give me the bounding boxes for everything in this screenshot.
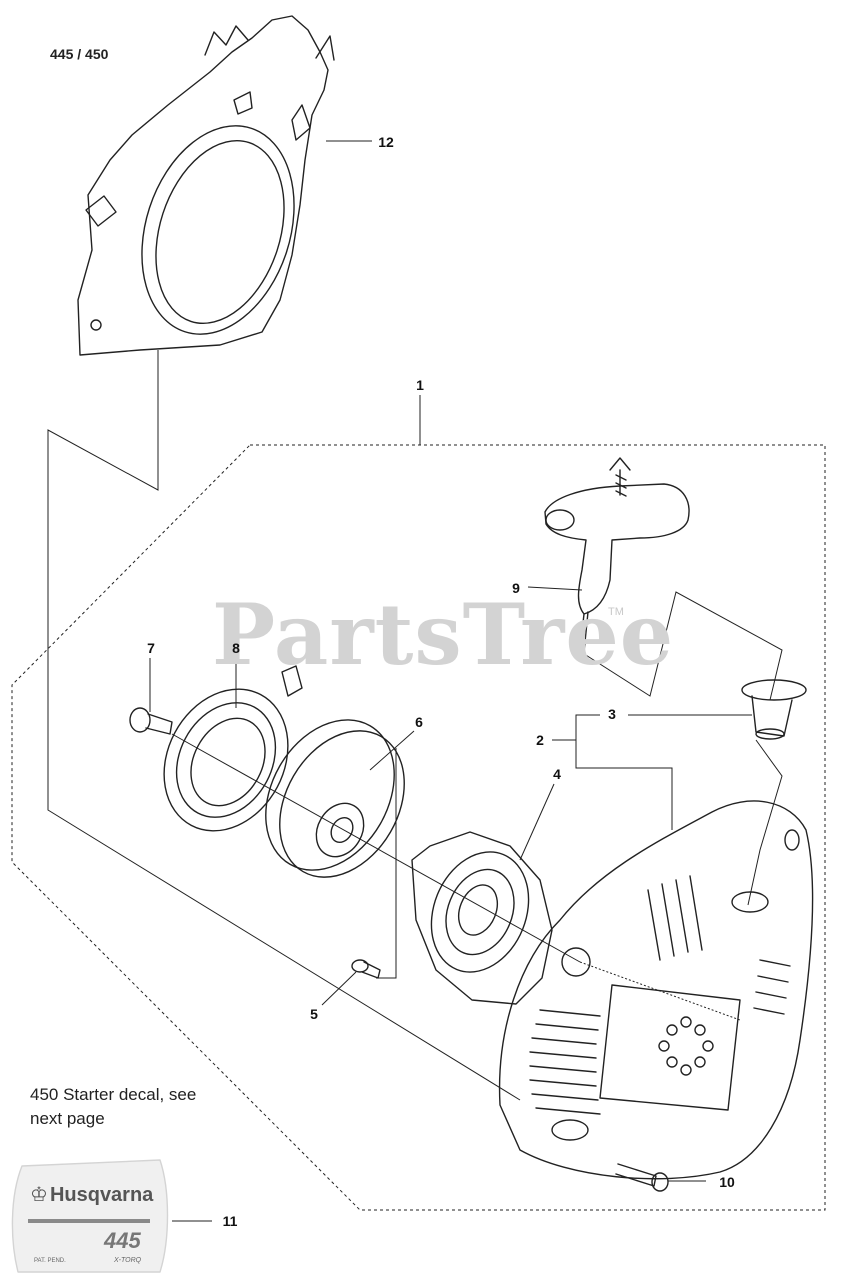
- leader-6: [369, 730, 415, 979]
- callout-11: 11: [222, 1213, 238, 1229]
- part-6-rope-pulley: [265, 719, 405, 878]
- assembly-axis: [171, 733, 581, 963]
- decal-stripe: [28, 1219, 150, 1223]
- part-12-fan-housing: [77, 15, 335, 356]
- decal-note: 450 Starter decal, see next page: [30, 1085, 197, 1128]
- husqvarna-logo-icon: ♔: [30, 1184, 48, 1206]
- decal-variant: X-TORQ: [114, 1257, 142, 1264]
- alignment-line-left: [47, 350, 521, 1101]
- callout-9: 9: [512, 580, 520, 596]
- leader-5: [321, 971, 357, 1006]
- decal-brand-text: Husqvarna: [49, 1184, 154, 1206]
- part-11-decal: [11, 1159, 169, 1273]
- leader-4: [519, 783, 555, 861]
- callout-12: 12: [378, 134, 394, 150]
- callout-3: 3: [608, 706, 616, 722]
- part-10-screw: [615, 1163, 669, 1192]
- decal-patent: PAT. PEND.: [34, 1258, 66, 1264]
- part-9-starter-handle: [544, 457, 690, 653]
- model-label: 445 / 450: [50, 46, 109, 62]
- leader-2: [552, 714, 673, 830]
- watermark-trademark: TM: [608, 606, 624, 618]
- decal-model: 445: [104, 1228, 141, 1253]
- cover-vent-slots: [529, 875, 791, 1115]
- decal-brand: ♔Husqvarna: [30, 1182, 153, 1207]
- part-4-spring-cassette: [411, 831, 553, 1005]
- alignment-line-handle: [577, 591, 783, 701]
- callout-5: 5: [310, 1006, 318, 1022]
- part-5-screw: [351, 959, 381, 979]
- callout-7: 7: [147, 640, 155, 656]
- assembly-axis-dashed: [579, 961, 741, 1021]
- part-3-bushing: [741, 679, 807, 740]
- watermark: PartsTree: [212, 585, 675, 684]
- callout-8: 8: [232, 640, 240, 656]
- cover-logo-dots: [658, 1016, 714, 1076]
- part-8-recoil-spring: [163, 665, 303, 832]
- leader-9: [527, 586, 583, 591]
- callout-2: 2: [536, 732, 544, 748]
- callout-4: 4: [553, 766, 561, 782]
- part-7-screw: [129, 707, 173, 735]
- callout-1: 1: [416, 377, 424, 393]
- part-2-starter-cover: [498, 800, 814, 1180]
- callout-6: 6: [415, 714, 423, 730]
- alignment-line-bushing: [747, 739, 783, 906]
- assembly-outline-dotted: [11, 444, 826, 1211]
- callout-10: 10: [719, 1174, 735, 1190]
